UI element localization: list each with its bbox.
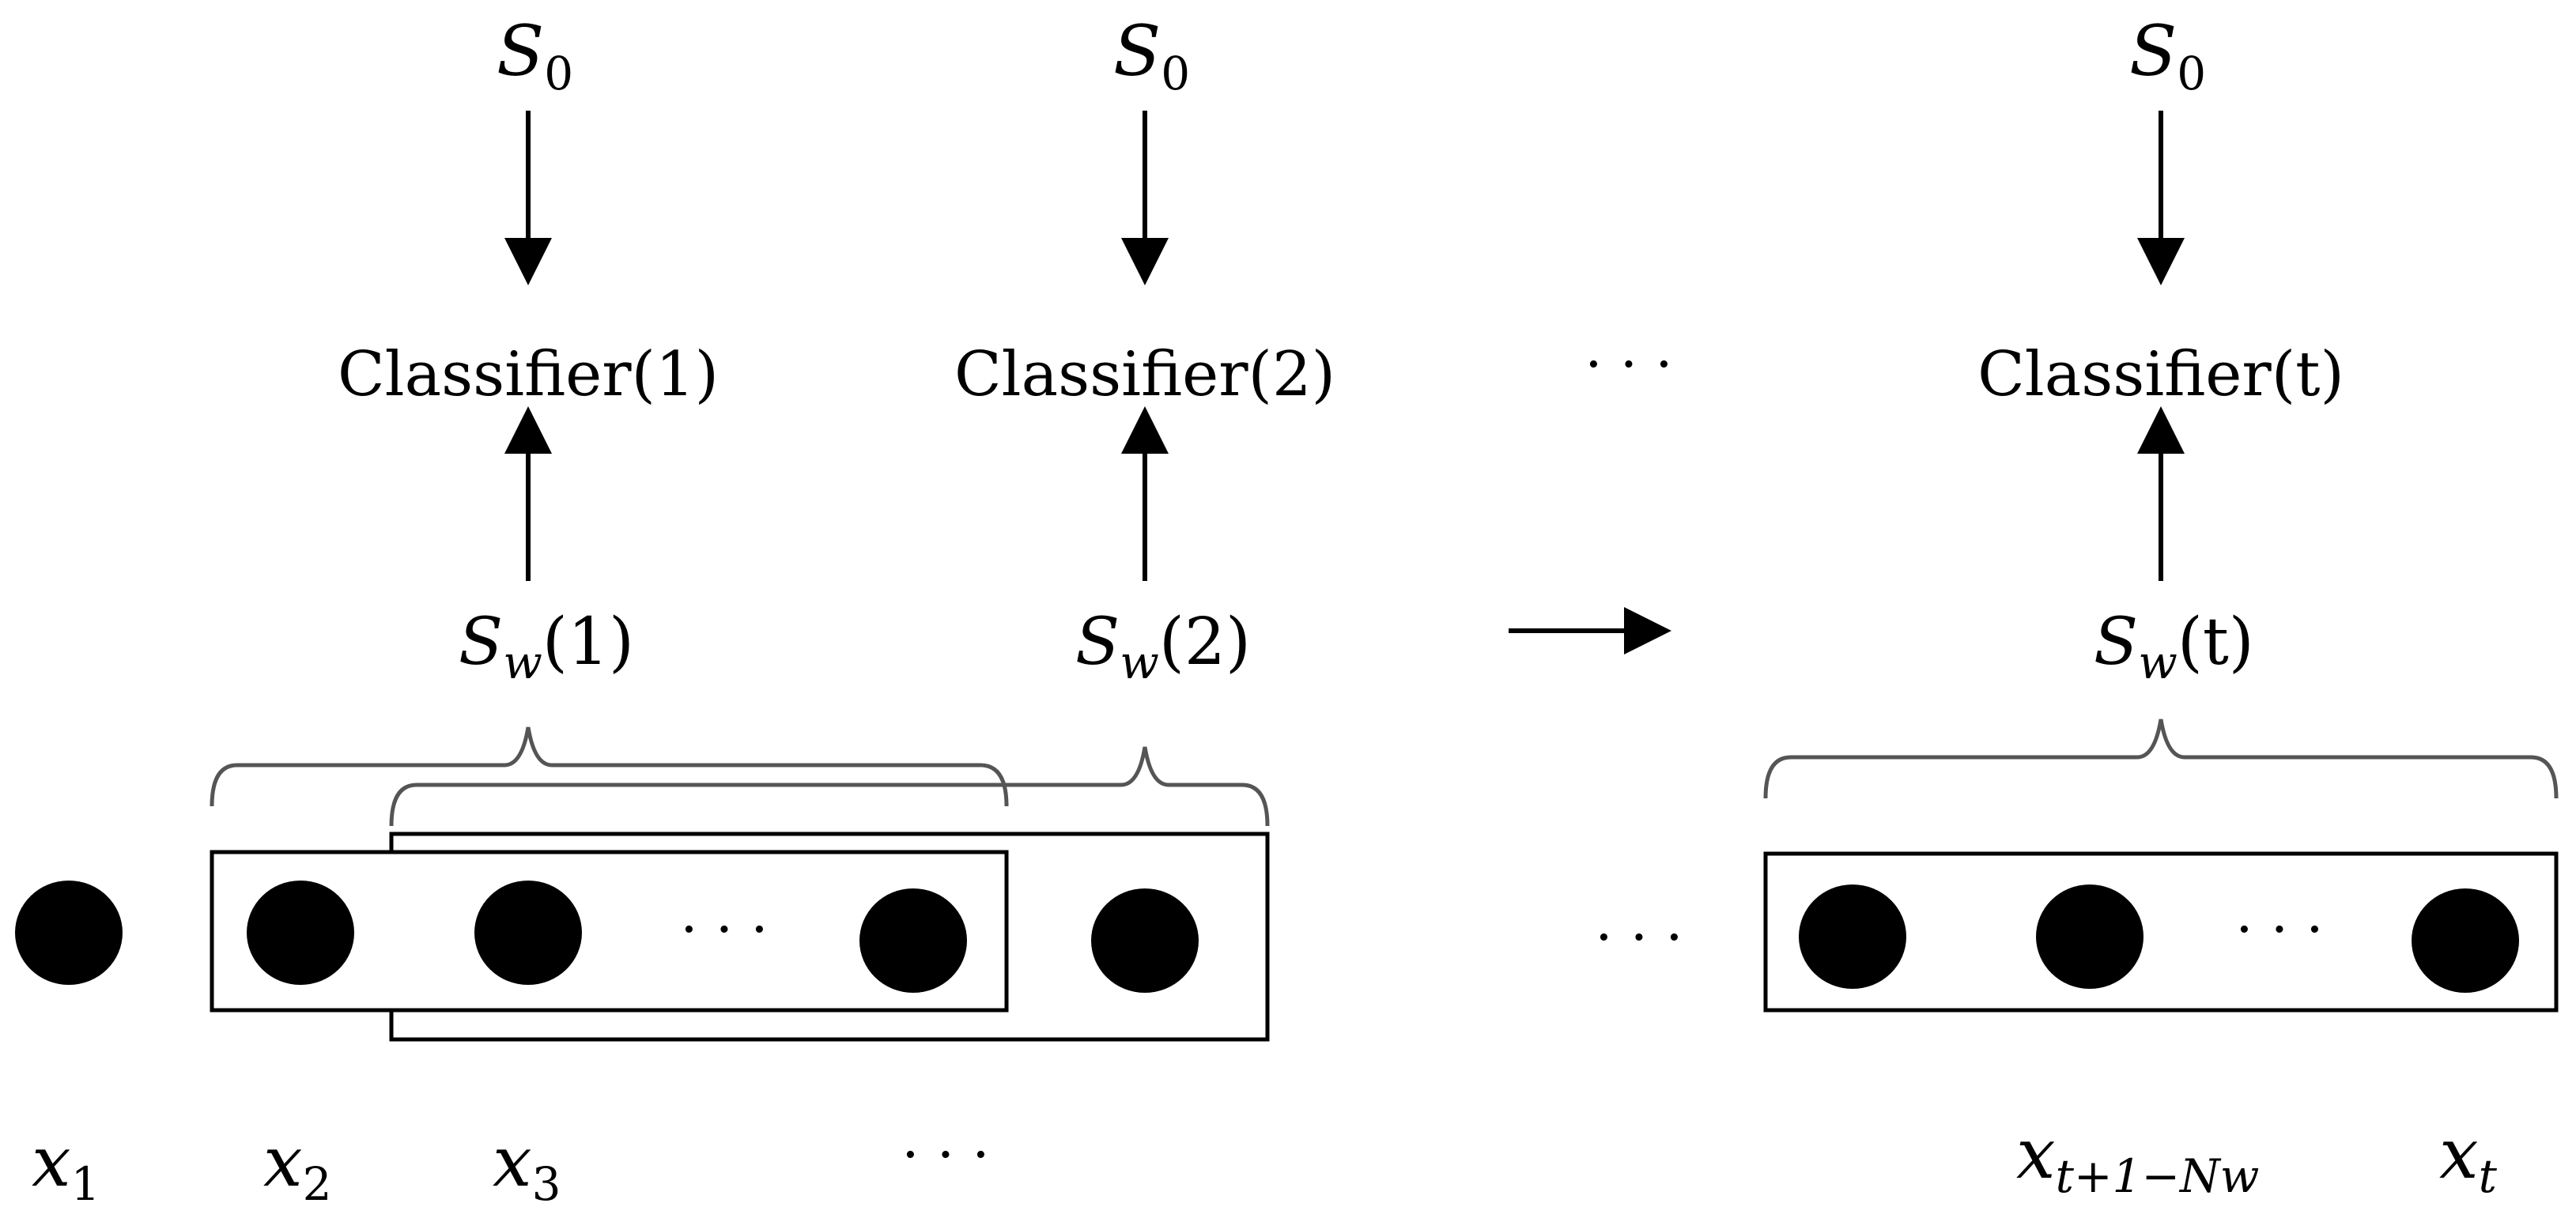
sw-label: Sw(t) [2094, 605, 2254, 689]
data-point [2412, 888, 2519, 993]
x-label: xt+1−Nw [2016, 1113, 2259, 1203]
ellipsis: · · · [1595, 905, 1683, 970]
sw-label: Sw(2) [1075, 605, 1251, 689]
x-label: x2 [263, 1121, 332, 1211]
window-2-brace [389, 746, 1270, 827]
x-label: x3 [493, 1121, 561, 1211]
classifier-label: Classifier(2) [954, 339, 1335, 410]
x-label: xt [2439, 1113, 2498, 1203]
sw-label: Sw(1) [459, 605, 634, 689]
ellipsis: · · · [901, 1122, 989, 1187]
data-point [15, 881, 123, 985]
s0-label: S0 [1113, 10, 1190, 100]
data-point [247, 881, 354, 985]
ellipsis: · · · [1585, 332, 1672, 397]
data-point [474, 881, 582, 985]
classifier-label: Classifier(t) [1977, 339, 2344, 410]
classifier-label: Classifier(1) [338, 339, 719, 410]
data-point [2036, 884, 2144, 989]
window-t-brace [1763, 718, 2559, 799]
s0-label: S0 [2129, 10, 2206, 100]
s0-label: S0 [497, 10, 573, 100]
x-label: x1 [32, 1121, 100, 1211]
window-1-brace [210, 726, 1009, 807]
data-point [1091, 888, 1199, 993]
ellipsis: · · · [680, 897, 768, 962]
ellipsis: · · · [2235, 897, 2323, 962]
data-point [1799, 884, 1906, 989]
data-point [859, 888, 967, 993]
